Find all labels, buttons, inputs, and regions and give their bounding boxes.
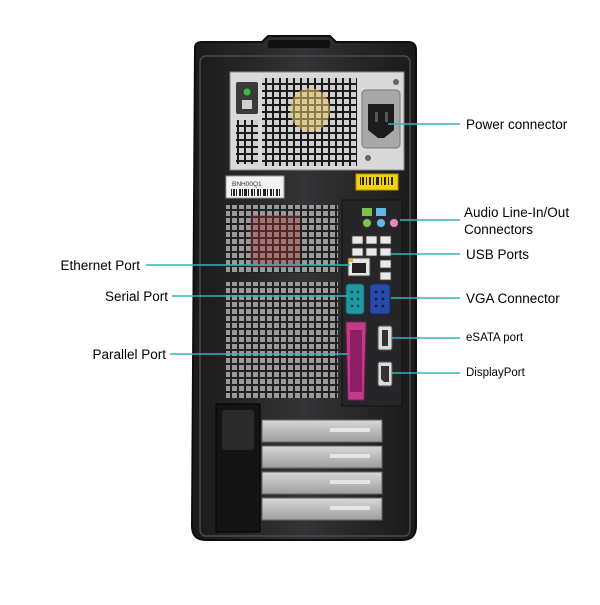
audio-jacks (362, 208, 399, 228)
expansion-slots (215, 403, 383, 533)
power-socket (368, 104, 394, 138)
top-handle (268, 40, 330, 48)
label-serial-port: Serial Port (104, 289, 168, 304)
ethernet-jack (347, 257, 371, 277)
psu-switch (236, 82, 258, 114)
service-tag-sticker: BNH00Q1 (225, 175, 285, 199)
label-parallel-port: Parallel Port (92, 347, 166, 362)
label-vga-connector: VGA Connector (466, 291, 560, 306)
power-supply-unit (229, 71, 405, 171)
lower-vent-grill (226, 282, 338, 398)
vga-connector (369, 283, 391, 315)
upper-vent-grill (226, 205, 338, 273)
barcode-label (355, 173, 399, 191)
psu-led-icon (243, 88, 251, 96)
parallel-connector (345, 321, 367, 401)
usb-pair-lower (379, 259, 392, 281)
label-audio-line-2: Connectors (464, 222, 534, 237)
label-esata-port: eSATA port (466, 332, 524, 344)
esata-connector (377, 325, 393, 351)
label-power-connector: Power connector (466, 117, 568, 132)
label-displayport: DisplayPort (466, 367, 525, 379)
label-audio-line-1: Audio Line-In/Out (464, 205, 570, 220)
usb-port-block (351, 235, 392, 257)
sticker-text: BNH00Q1 (232, 181, 262, 188)
serial-connector (345, 283, 365, 315)
displayport-connector (377, 361, 393, 387)
label-ethernet-port: Ethernet Port (60, 258, 140, 273)
label-usb-ports: USB Ports (466, 247, 530, 262)
